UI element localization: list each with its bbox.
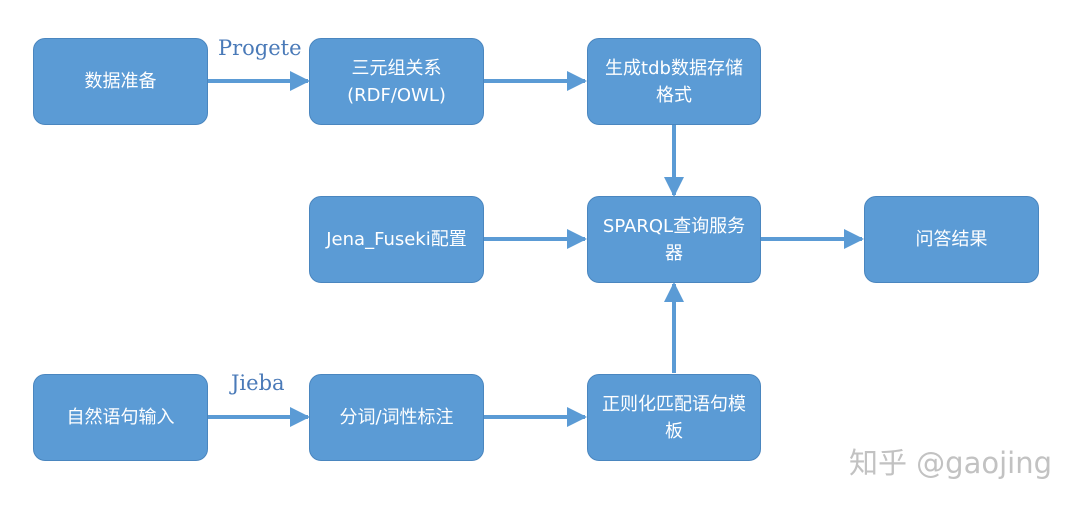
node-triples: 三元组关系 (RDF/OWL): [309, 38, 484, 125]
node-sparql-label: SPARQL查询服务器: [602, 215, 746, 264]
node-data-prep-label: 数据准备: [84, 71, 157, 92]
node-nl-input-label: 自然语句输入: [66, 407, 175, 428]
node-sparql: SPARQL查询服务器: [587, 196, 761, 283]
node-segment-label: 分词/词性标注: [339, 407, 454, 428]
node-triples-label: 三元组关系 (RDF/OWL): [347, 57, 446, 106]
node-regex-label: 正则化匹配语句模 板: [602, 393, 746, 442]
node-data-prep: 数据准备: [33, 38, 208, 125]
node-regex: 正则化匹配语句模 板: [587, 374, 761, 461]
node-result: 问答结果: [864, 196, 1039, 283]
node-segment: 分词/词性标注: [309, 374, 484, 461]
node-tdb: 生成tdb数据存储 格式: [587, 38, 761, 125]
node-tdb-label: 生成tdb数据存储 格式: [605, 57, 743, 106]
watermark: 知乎 @gaojing: [848, 446, 1052, 480]
node-result-label: 问答结果: [915, 229, 988, 250]
edge-label-jieba: Jieba: [231, 371, 285, 395]
node-nl-input: 自然语句输入: [33, 374, 208, 461]
node-jena-label: Jena_Fuseki配置: [326, 229, 467, 250]
node-jena: Jena_Fuseki配置: [309, 196, 484, 283]
edge-label-progete: Progete: [218, 36, 302, 60]
